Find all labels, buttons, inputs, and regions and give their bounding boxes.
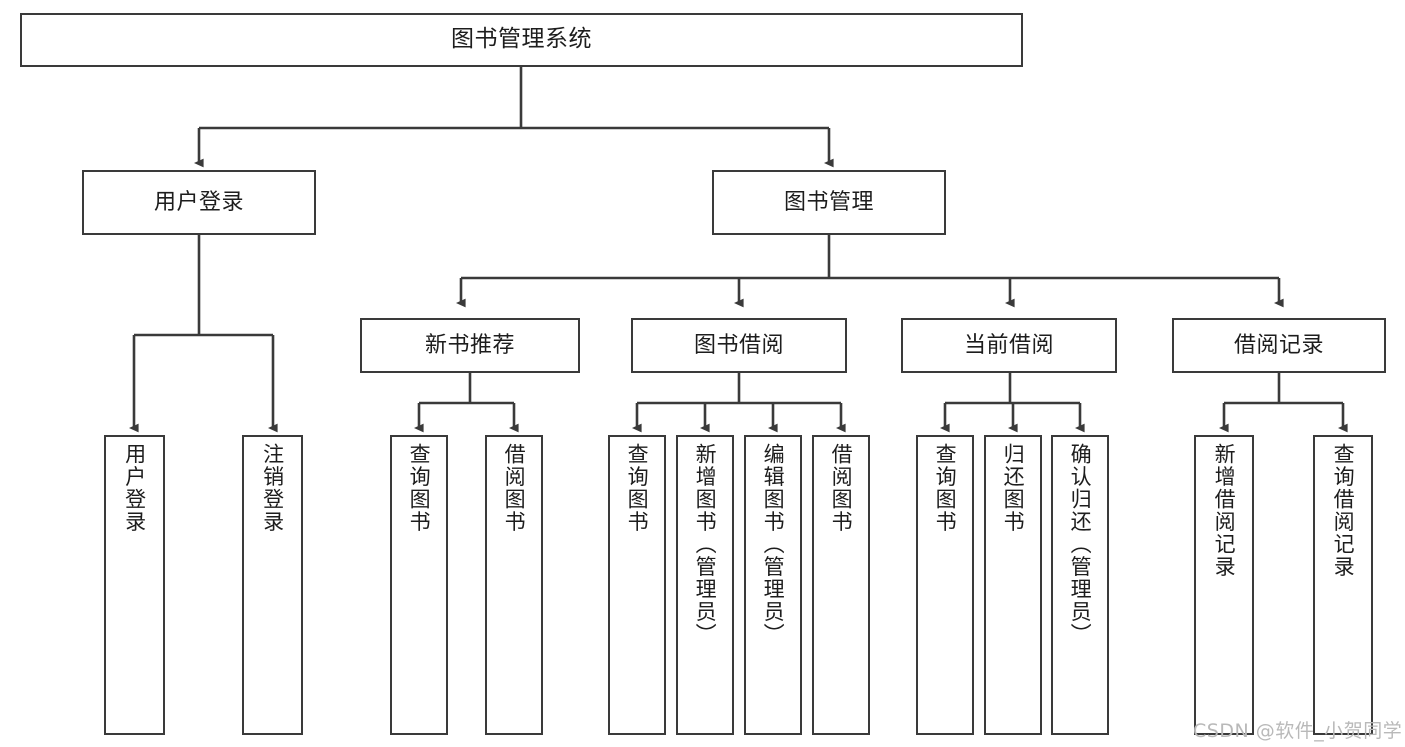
- leaf-edit-book-admin[interactable]: 编辑图书（管理员）: [744, 435, 802, 735]
- node-book-borrowing[interactable]: 图书借阅: [631, 318, 847, 373]
- leaf-return-books[interactable]: 归还图书: [984, 435, 1042, 735]
- node-label: 查询借阅记录: [1331, 443, 1356, 578]
- leaf-add-borrow-record[interactable]: 新增借阅记录: [1194, 435, 1254, 735]
- node-label: 图书管理: [783, 189, 874, 215]
- node-label: 用户登录: [153, 189, 244, 215]
- node-label: 当前借阅: [963, 332, 1054, 358]
- leaf-query-books-new-book[interactable]: 查询图书: [390, 435, 448, 735]
- node-label: 新书推荐: [424, 332, 515, 358]
- node-label: 归还图书: [1001, 443, 1026, 533]
- leaf-borrow-books-new-book[interactable]: 借阅图书: [485, 435, 543, 735]
- leaf-user-login[interactable]: 用户登录: [104, 435, 165, 735]
- node-borrow-records[interactable]: 借阅记录: [1172, 318, 1386, 373]
- leaf-query-books-current[interactable]: 查询图书: [916, 435, 974, 735]
- leaf-query-books-borrow[interactable]: 查询图书: [608, 435, 666, 735]
- leaf-borrow-books[interactable]: 借阅图书: [812, 435, 870, 735]
- node-new-book-recommendation[interactable]: 新书推荐: [360, 318, 580, 373]
- node-label: 图书管理系统: [451, 26, 592, 53]
- csdn-watermark: CSDN @软件_小贺同学: [1193, 720, 1403, 742]
- leaf-logout[interactable]: 注销登录: [242, 435, 303, 735]
- node-label: 查询图书: [625, 443, 650, 533]
- node-current-borrowing[interactable]: 当前借阅: [901, 318, 1117, 373]
- node-label: 新增借阅记录: [1212, 443, 1237, 578]
- node-user-login[interactable]: 用户登录: [82, 170, 316, 235]
- node-label: 编辑图书（管理员）: [761, 443, 786, 646]
- node-book-management[interactable]: 图书管理: [712, 170, 946, 235]
- node-label: 注销登录: [260, 443, 285, 533]
- node-label: 借阅图书: [829, 443, 854, 533]
- node-label: 图书借阅: [693, 332, 784, 358]
- node-root-book-management-system[interactable]: 图书管理系统: [20, 13, 1023, 67]
- leaf-query-borrow-record[interactable]: 查询借阅记录: [1313, 435, 1373, 735]
- leaf-confirm-return-admin[interactable]: 确认归还（管理员）: [1051, 435, 1109, 735]
- node-label: 借阅图书: [502, 443, 527, 533]
- node-label: 新增图书（管理员）: [693, 443, 718, 646]
- node-label: 查询图书: [407, 443, 432, 533]
- node-label: 确认归还（管理员）: [1068, 443, 1093, 646]
- leaf-add-book-admin[interactable]: 新增图书（管理员）: [676, 435, 734, 735]
- node-label: 用户登录: [122, 443, 147, 533]
- node-label: 查询图书: [933, 443, 958, 533]
- node-label: 借阅记录: [1233, 332, 1324, 358]
